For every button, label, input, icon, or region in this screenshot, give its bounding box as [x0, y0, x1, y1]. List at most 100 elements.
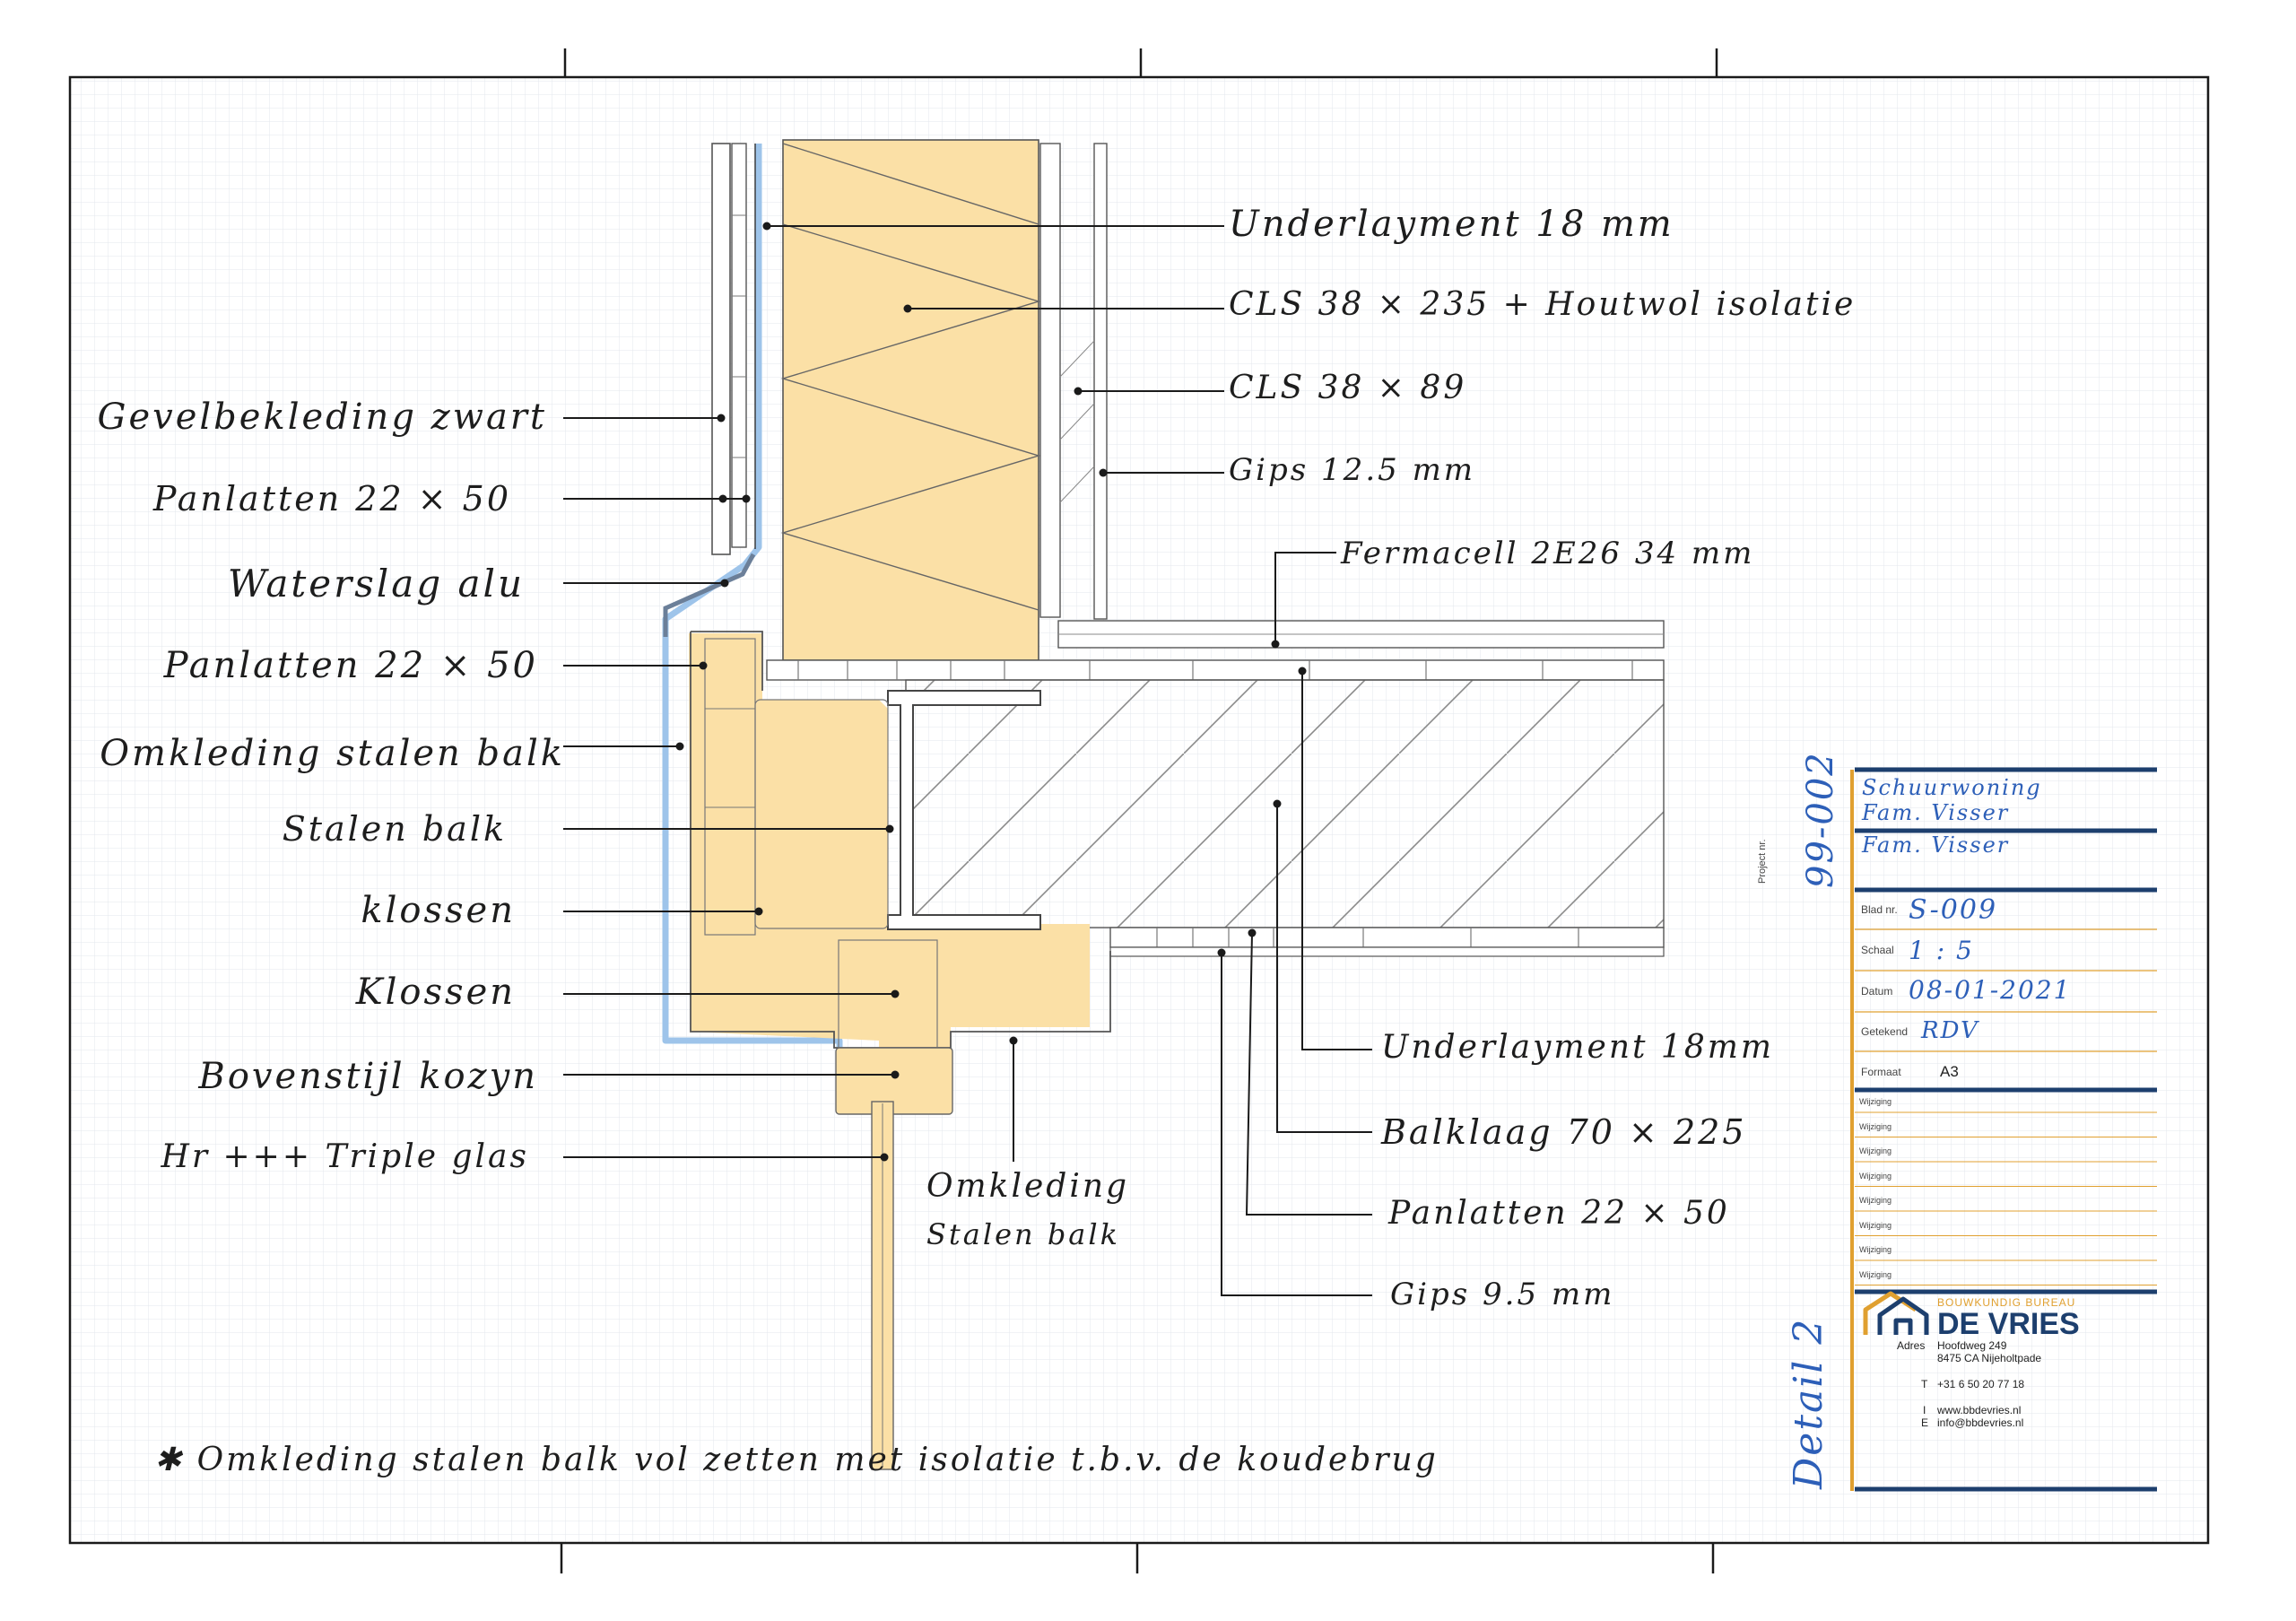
row-value-datum: 08-01-2021	[1909, 975, 2072, 1005]
titleblock-frame	[1850, 767, 2157, 1492]
adres-line-1: Hoofdweg 249	[1937, 1339, 2007, 1352]
label-omkleding-bottom-2: Stalen balk	[926, 1217, 1120, 1251]
sheet-frame	[68, 75, 2210, 1545]
leader-dot	[742, 494, 751, 503]
leader-dot	[891, 989, 900, 998]
cls-89	[1039, 143, 1061, 618]
wijziging-label: Wijziging	[1859, 1097, 1892, 1106]
project-nr-label: Project nr.	[1757, 839, 1768, 884]
leader-dot	[762, 222, 771, 231]
wijziging-label: Wijziging	[1859, 1196, 1892, 1205]
wijziging-label: Wijziging	[1859, 1121, 1892, 1131]
leader-dot	[1298, 667, 1307, 675]
balklaag	[905, 679, 1665, 928]
label-triple-glas: Hr +++ Triple glas	[161, 1138, 529, 1175]
company-name: DE VRIES	[1937, 1307, 2080, 1341]
leader-dot	[754, 907, 763, 916]
project-nr-value: 99-002	[1800, 751, 1841, 888]
label-cls-89: CLS 38 × 89	[1229, 370, 1467, 406]
frame-ticks	[560, 48, 1718, 1573]
house-logo-icon	[1863, 1291, 1929, 1335]
leader-dot	[1074, 387, 1083, 396]
leader-line	[1301, 671, 1372, 1050]
leader-dot	[903, 304, 912, 313]
leader-dot	[1009, 1036, 1018, 1045]
leader-line	[1245, 932, 1372, 1216]
label-omkleding-bottom-1: Omkleding	[926, 1168, 1130, 1205]
web-link[interactable]: www.bbdevries.nl	[1937, 1404, 2022, 1416]
row-value-getekend: RDV	[1921, 1017, 1979, 1044]
label-bovenstijl: Bovenstijl kozyn	[198, 1056, 538, 1097]
row-key-blad: Blad nr.	[1861, 903, 1898, 916]
leader-dot	[1248, 928, 1257, 937]
note-koudebrug: ✱ Omkleding stalen balk vol zetten met i…	[154, 1442, 1439, 1478]
waterslag-alu	[663, 553, 756, 637]
label-underlayment-top: Underlayment 18 mm	[1229, 204, 1674, 245]
leader-dot	[880, 1153, 889, 1162]
gips-125	[1093, 143, 1108, 620]
wijziging-label: Wijziging	[1859, 1220, 1892, 1230]
underlayment-top	[766, 659, 1665, 681]
wijziging-label: Wijziging	[1859, 1146, 1892, 1155]
beam-insulation	[689, 633, 1090, 1112]
gips-95	[1109, 946, 1665, 957]
project-name-line-1: Schuurwoning	[1862, 775, 2042, 800]
project-name-line-2: Fam. Visser	[1862, 800, 2010, 825]
adres-label: Adres	[1897, 1339, 1926, 1352]
leader-dot	[1271, 640, 1280, 649]
wijziging-label: Wijziging	[1859, 1245, 1892, 1254]
detail-label: Detail 2	[1786, 1317, 1831, 1489]
panlatten-outer	[731, 143, 747, 548]
leader-dot	[1273, 799, 1282, 808]
leader-dot	[885, 824, 894, 833]
label-balklaag: Balklaag 70 × 225	[1381, 1112, 1747, 1152]
leader-lines	[563, 222, 1372, 1296]
row-key-schaal: Schaal	[1861, 944, 1894, 956]
leader-line	[1221, 953, 1372, 1296]
web-label: I	[1923, 1404, 1926, 1416]
label-gevelbekleding: Gevelbekleding zwart	[97, 397, 547, 438]
leader-dot	[717, 414, 726, 423]
label-panlatten-3: Panlatten 22 × 50	[1388, 1195, 1730, 1232]
label-cls-235: CLS 38 × 235 + Houtwol isolatie	[1229, 286, 1857, 323]
wijziging-label: Wijziging	[1859, 1171, 1892, 1181]
leader-dot	[891, 1070, 900, 1079]
row-value-blad: S-009	[1909, 894, 1998, 926]
stalen-balk	[887, 690, 1041, 930]
row-value-schaal: 1 : 5	[1909, 936, 1974, 965]
label-panlatten-1: Panlatten 22 × 50	[152, 479, 511, 519]
label-underlayment-bottom: Underlayment 18mm	[1381, 1029, 1775, 1066]
label-gips-125: Gips 12.5 mm	[1229, 452, 1476, 488]
leader-line	[1276, 804, 1372, 1133]
row-value-formaat: A3	[1940, 1063, 1959, 1080]
label-klossen-2: Klossen	[355, 972, 516, 1013]
tel-label: T	[1921, 1378, 1928, 1390]
leader-dot	[720, 579, 729, 588]
floor-section	[766, 620, 1665, 957]
wijziging-label: Wijziging	[1859, 1269, 1892, 1279]
leader-dot	[675, 742, 684, 751]
row-key-getekend: Getekend	[1861, 1025, 1909, 1038]
label-gips-95: Gips 9.5 mm	[1390, 1277, 1615, 1312]
label-klossen-1: klossen	[361, 890, 516, 931]
leader-dot	[699, 661, 708, 670]
label-fermacell: Fermacell 2E26 34 mm	[1341, 536, 1755, 571]
company-tag: BOUWKUNDIG BUREAU	[1937, 1296, 2076, 1309]
label-waterslag: Waterslag alu	[227, 562, 525, 606]
label-panlatten-2: Panlatten 22 × 50	[163, 645, 538, 686]
row-key-formaat: Formaat	[1861, 1066, 1901, 1078]
cls-235-insulation	[783, 140, 1039, 660]
label-omkleding: Omkleding stalen balk	[100, 733, 565, 774]
leader-dot	[1099, 468, 1108, 477]
email-link[interactable]: info@bbdevries.nl	[1937, 1416, 2024, 1429]
bovenstijl-kozijn	[835, 1047, 953, 1115]
email-label: E	[1921, 1416, 1929, 1429]
adres-line-2: 8475 CA Nijeholtpade	[1937, 1352, 2042, 1364]
klossen-upper	[754, 699, 889, 929]
row-key-datum: Datum	[1861, 985, 1893, 998]
gevelbekleding	[711, 143, 731, 555]
leader-line	[1274, 552, 1336, 644]
client-name: Fam. Visser	[1862, 832, 2010, 858]
label-stalen-balk: Stalen balk	[282, 809, 507, 849]
